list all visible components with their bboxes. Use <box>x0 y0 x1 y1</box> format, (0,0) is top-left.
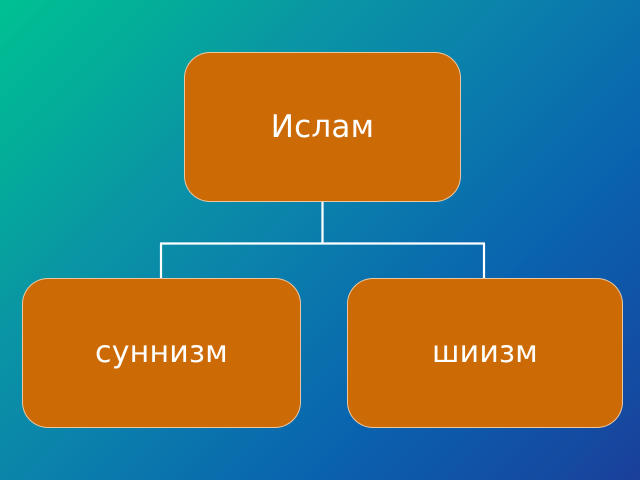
diagram-node-sunni[interactable]: суннизм <box>22 278 301 428</box>
diagram-node-root[interactable]: Ислам <box>184 52 461 202</box>
diagram-node-sunni-label: суннизм <box>95 335 228 370</box>
diagram-node-shia[interactable]: шиизм <box>347 278 623 428</box>
diagram-node-shia-label: шиизм <box>431 335 539 370</box>
diagram-node-root-label: Ислам <box>270 108 375 145</box>
